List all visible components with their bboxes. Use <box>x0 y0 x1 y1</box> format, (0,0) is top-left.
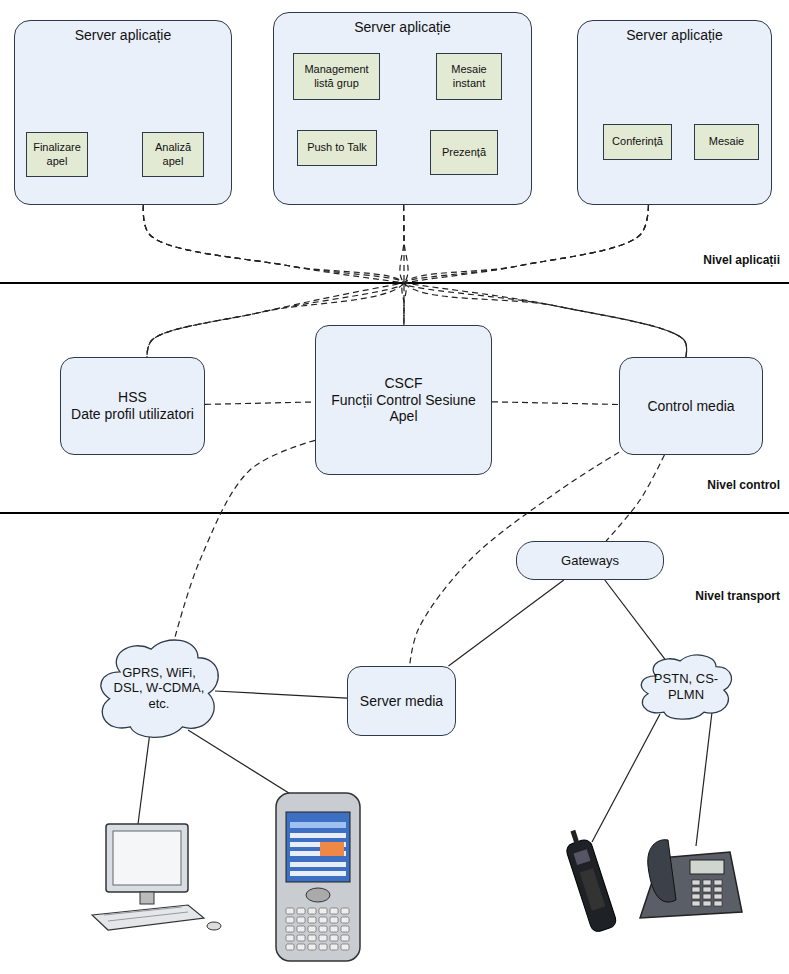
node-text: Server aplicație <box>626 21 723 44</box>
function-box: Finalizare apel <box>26 132 88 177</box>
function-box: Mesaie <box>694 124 759 160</box>
control-link <box>147 205 408 357</box>
media-control-box: Control media <box>619 357 763 455</box>
layer-label: Nivel transport <box>692 588 783 604</box>
node-title: HSS <box>118 389 147 406</box>
node-text: Mesaie <box>709 135 744 148</box>
media-server-box: Server media <box>347 666 456 736</box>
pda-icon <box>276 793 360 961</box>
gateway-box: Gateways <box>516 541 664 580</box>
control-link <box>403 205 405 325</box>
function-box: Management listă grup <box>293 53 380 100</box>
layer-line <box>0 282 789 284</box>
hss-box: HSSDate profil utilizatori <box>60 357 205 455</box>
node-text: Server aplicație <box>354 13 451 36</box>
node-text: Date profil utilizatori <box>71 406 194 423</box>
node-text: Prezență <box>442 146 486 159</box>
node-text: PSTN, CS-PLMN <box>652 671 720 702</box>
control-link <box>400 205 687 357</box>
node-text: Gateways <box>561 553 619 569</box>
node-text: Analiză apel <box>146 141 200 167</box>
transport-link <box>448 580 563 666</box>
desk-phone-icon <box>640 840 742 918</box>
application-server: Server aplicațieManagement listă grup Mes… <box>273 12 532 205</box>
node-text: Push to Talk <box>307 141 367 154</box>
pstn-cloud: PSTN, CS-PLMN <box>636 651 736 722</box>
node-text: GPRS, WiFi, DSL, W-CDMA, etc. <box>110 665 208 712</box>
control-link <box>492 402 619 405</box>
function-box: Push to Talk <box>297 130 377 166</box>
terminal-wire <box>188 730 300 800</box>
control-link <box>410 452 619 666</box>
layer-line <box>0 512 789 514</box>
control-link <box>173 440 315 643</box>
node-title: CSCF <box>384 375 422 392</box>
node-text: Finalizare apel <box>30 141 84 167</box>
node-text: Mesaie instant <box>440 63 498 89</box>
node-text: Server aplicație <box>75 21 172 44</box>
computer-icon <box>92 824 221 930</box>
control-link <box>147 205 648 357</box>
node-text: Conferință <box>612 135 663 148</box>
control-link <box>143 205 404 357</box>
cscf-box: CSCFFuncții Control Sesiune Apel <box>315 325 492 475</box>
function-box: Analiză apel <box>142 132 204 177</box>
terminal-wire <box>696 712 712 846</box>
control-link <box>606 455 664 541</box>
control-link <box>143 205 406 325</box>
terminal-wire <box>138 732 150 824</box>
function-box: Mesaie instant <box>436 53 502 100</box>
cloud-outline <box>94 634 224 742</box>
transport-link <box>605 580 666 660</box>
control-link <box>143 205 686 357</box>
node-text: Control media <box>647 398 734 415</box>
mobile-phone-icon <box>561 826 618 933</box>
function-box: Prezență <box>430 130 498 175</box>
transport-link <box>215 691 347 698</box>
node-text: Funcții Control Sesiune Apel <box>322 392 485 426</box>
application-server: Server aplicațieConferință Mesaie <box>577 20 772 205</box>
function-box: Conferință <box>603 124 672 160</box>
terminal-wire <box>592 714 660 842</box>
layer-label: Nivel aplicații <box>700 252 783 268</box>
cloud-outline <box>636 651 736 722</box>
node-text: Server media <box>360 693 443 710</box>
application-server: Server aplicațieFinalizare apel Analiză a… <box>14 20 232 205</box>
layer-label: Nivel control <box>704 477 783 493</box>
control-link <box>404 205 687 357</box>
access-network-cloud: GPRS, WiFi, DSL, W-CDMA, etc. <box>94 634 224 742</box>
node-text: Management listă grup <box>297 63 376 89</box>
control-link <box>205 402 315 404</box>
